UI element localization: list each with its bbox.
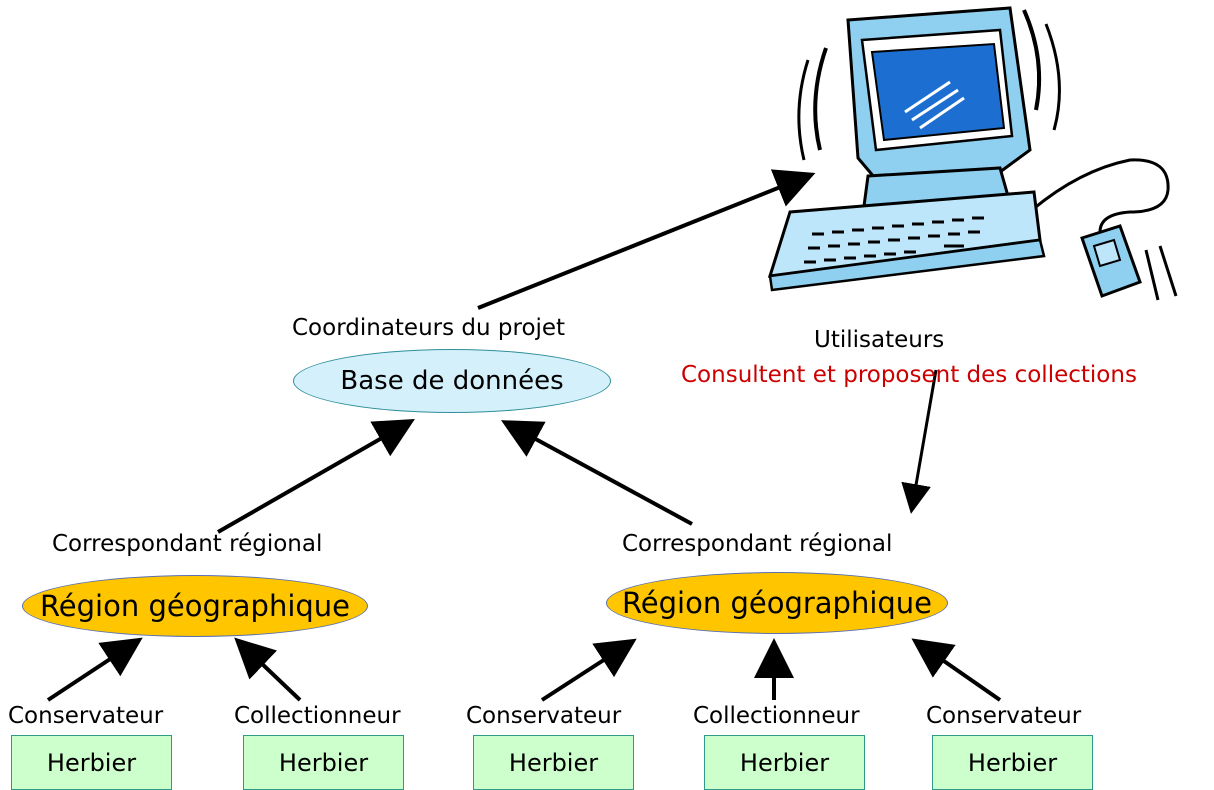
database-label: Base de données xyxy=(340,366,564,396)
arrow-herbier5-to-region2 xyxy=(911,638,1002,702)
arrow-region2-to-db xyxy=(500,420,693,526)
arrow-herbier1-to-region1 xyxy=(46,637,143,702)
herbier-role-1: Conservateur xyxy=(8,703,164,729)
herbier-label-2: Herbier xyxy=(278,748,369,777)
herbier-box-4: Herbier xyxy=(704,735,865,790)
herbier-role-2: Collectionneur xyxy=(234,703,401,729)
correspondent-label-1: Correspondant régional xyxy=(52,531,323,557)
herbier-box-3: Herbier xyxy=(473,735,634,790)
herbier-box-5: Herbier xyxy=(932,735,1093,790)
region-node-2: Région géographique xyxy=(606,572,948,634)
arrow-region1-to-db xyxy=(217,419,415,534)
correspondent-label-2: Correspondant régional xyxy=(622,531,893,557)
region-label-1: Région géographique xyxy=(39,589,351,623)
users-label: Utilisateurs xyxy=(814,327,945,353)
herbier-label-1: Herbier xyxy=(46,748,137,777)
herbier-role-3: Conservateur xyxy=(466,703,622,729)
herbier-label-5: Herbier xyxy=(967,748,1058,777)
arrow-users-to-region2 xyxy=(901,369,938,514)
region-node-1: Région géographique xyxy=(22,575,368,637)
coordinators-label: Coordinateurs du projet xyxy=(292,315,566,341)
users-action-label: Consultent et proposent des collections xyxy=(681,362,1137,388)
region-label-2: Région géographique xyxy=(621,586,933,620)
arrow-herbier2-to-region1 xyxy=(234,637,302,702)
database-node: Base de données xyxy=(293,349,611,413)
herbier-role-5: Conservateur xyxy=(926,703,1082,729)
herbier-box-2: Herbier xyxy=(243,735,404,790)
herbier-role-4: Collectionneur xyxy=(693,703,860,729)
arrow-db-to-users xyxy=(477,169,816,310)
herbier-box-1: Herbier xyxy=(11,735,172,790)
arrow-herbier3-to-region2 xyxy=(540,638,637,702)
herbier-label-3: Herbier xyxy=(508,748,599,777)
herbier-label-4: Herbier xyxy=(739,748,830,777)
